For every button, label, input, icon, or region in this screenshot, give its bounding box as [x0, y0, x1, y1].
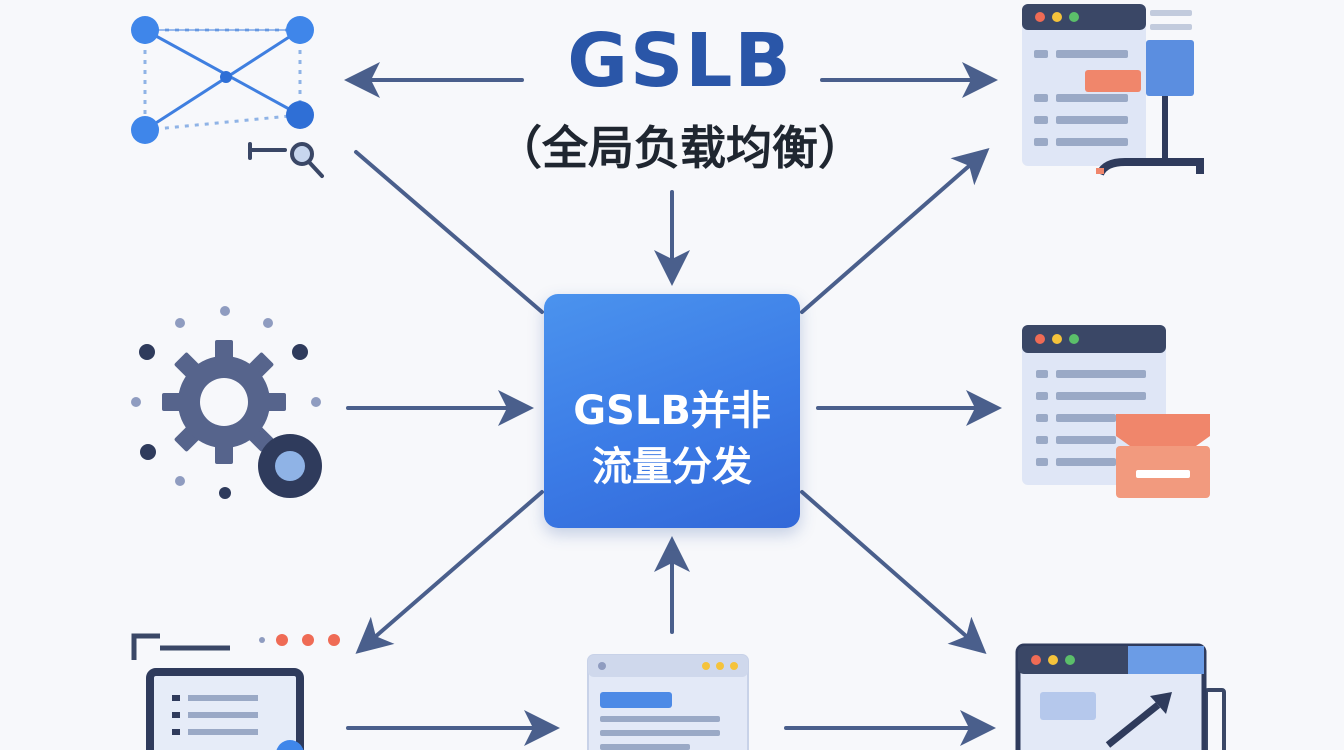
arrow-center-to-topright — [800, 148, 990, 314]
browser-window-list-icon — [1022, 4, 1204, 176]
center-text-line1: GSLB并非 — [573, 388, 771, 434]
gslb-title: GSLB — [567, 18, 793, 104]
arrow-center-to-bottomright — [800, 490, 987, 654]
browser-window-form-icon — [587, 654, 749, 750]
arrow-network-to-center — [354, 150, 544, 314]
gear-settings-icon — [131, 306, 322, 499]
gslb-subtitle: （全局负载均衡） — [496, 121, 864, 175]
arrow-center-to-bottomleft — [355, 490, 544, 654]
browser-window-card-icon — [1022, 325, 1210, 498]
magnifier-key-icon — [248, 142, 324, 178]
browser-window-chart-icon — [1015, 643, 1226, 750]
arrows — [344, 62, 1002, 746]
center-text-line2: 流量分发 — [592, 444, 752, 490]
center-box: GSLB并非 流量分发 — [544, 294, 800, 528]
monitor-icon — [131, 633, 340, 750]
network-nodes-icon — [131, 16, 314, 144]
